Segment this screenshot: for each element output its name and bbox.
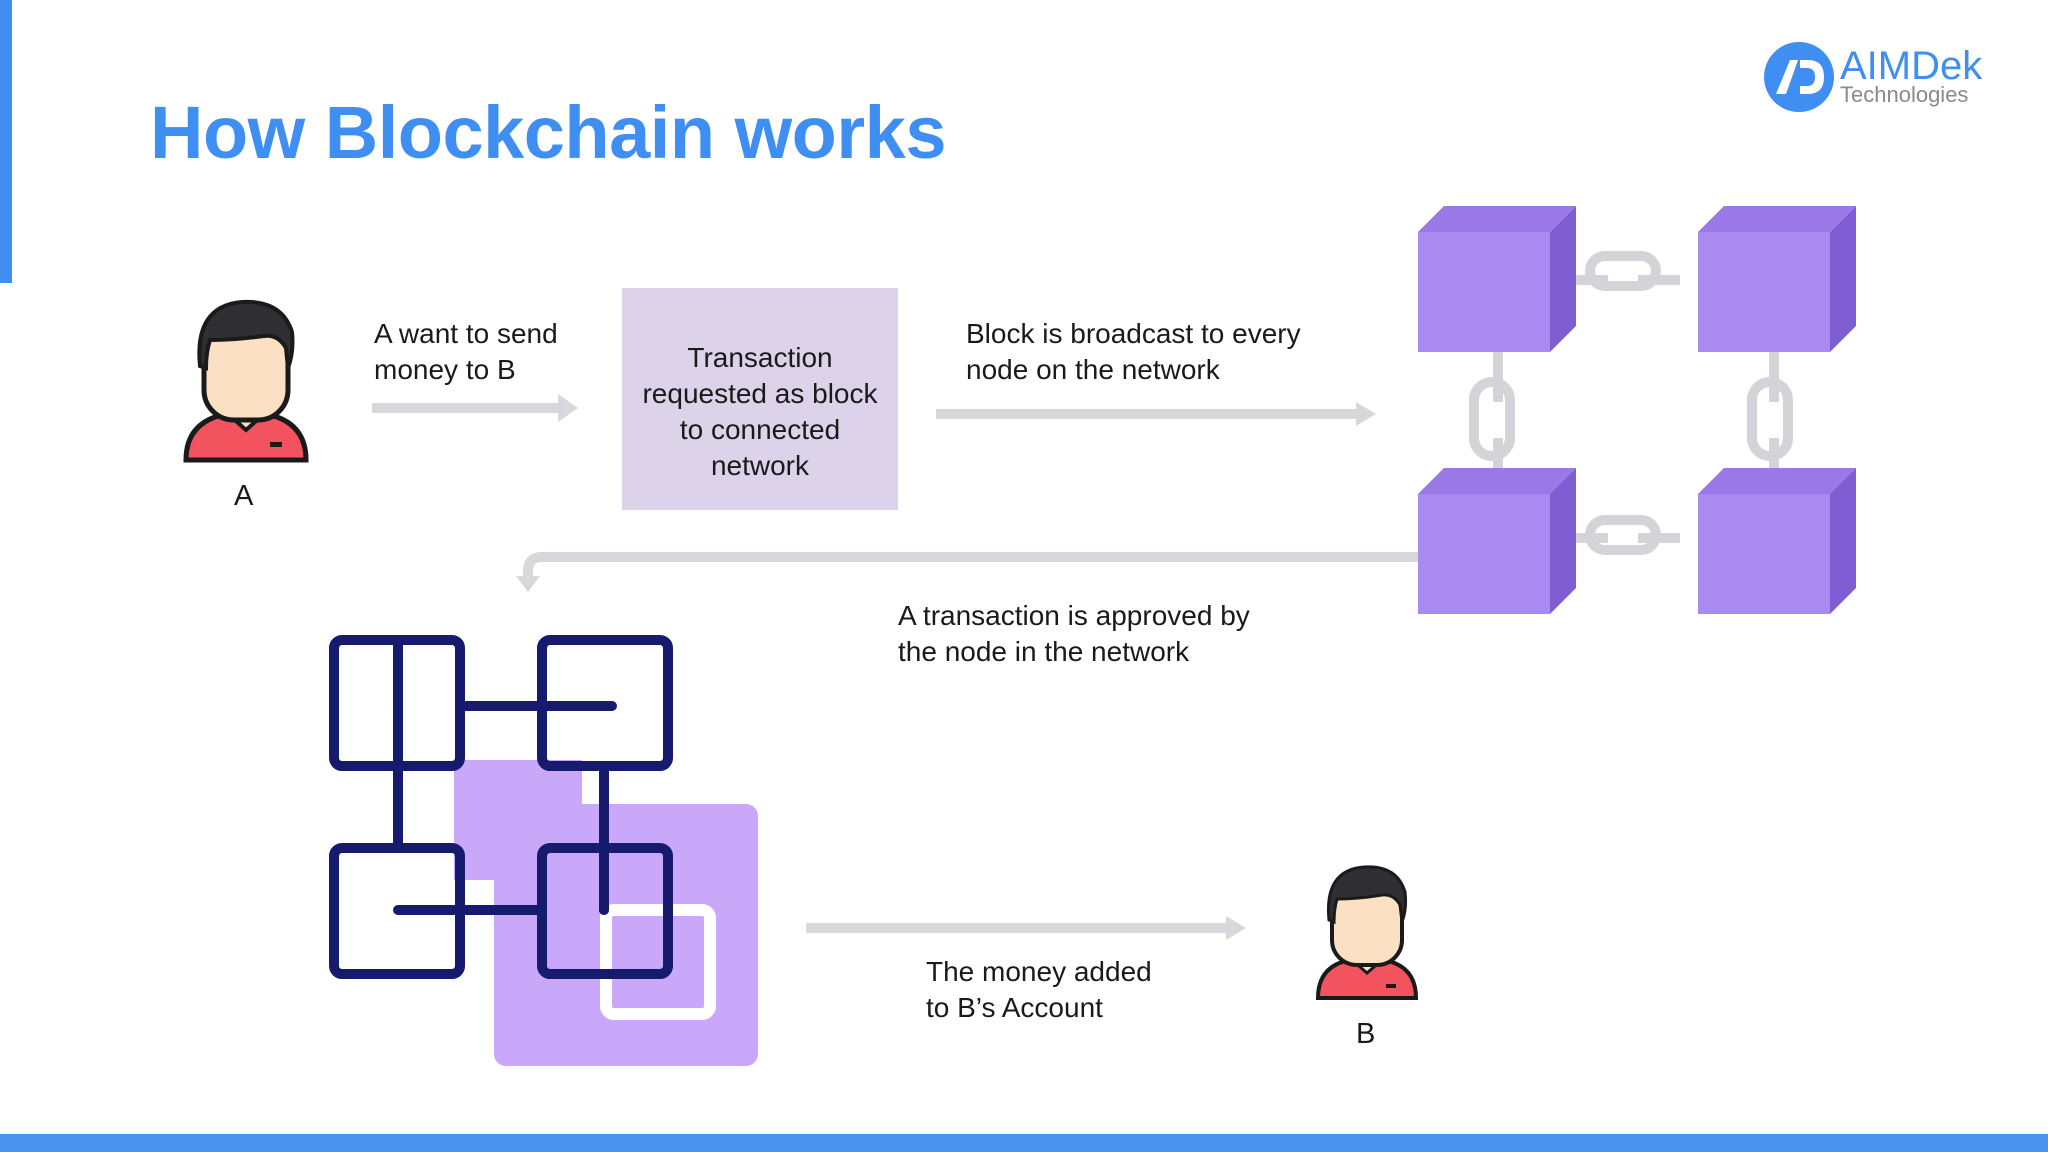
person-b-label: B [1356, 1018, 1376, 1050]
step3-line2: node on the network [966, 354, 1220, 385]
person-a-icon [183, 299, 309, 463]
step3-line1: Block is broadcast to every [966, 318, 1301, 349]
step5-line1: The money added [926, 956, 1152, 987]
step3-text: Block is broadcast to every node on the … [966, 316, 1301, 388]
left-accent-bar [0, 0, 12, 283]
step4-line2: the node in the network [898, 636, 1190, 667]
cube-bottom-left-icon [1418, 468, 1576, 614]
step1-line1: A want to send [374, 318, 558, 349]
arrow-step5 [806, 916, 1246, 940]
cube-top-left-icon [1418, 206, 1576, 352]
step2-line2: requested as block [642, 378, 878, 409]
person-b-icon [1315, 865, 1419, 1000]
transaction-block-box: Transaction requested as block to connec… [622, 288, 898, 510]
cube-top-right-icon [1698, 206, 1856, 352]
step1-line2: money to B [374, 354, 516, 385]
step2-text: Transaction requested as block to connec… [622, 340, 898, 484]
aimdek-logo-icon [1764, 42, 1834, 112]
step1-text: A want to send money to B [374, 316, 558, 388]
step2-line3: to connected [679, 414, 841, 445]
logo-name: AIMDek [1840, 44, 1983, 88]
step5-line2: to B’s Account [926, 992, 1103, 1023]
arrow-step4 [516, 552, 1418, 592]
step5-text: The money added to B’s Account [926, 954, 1152, 1026]
step4-line1: A transaction is approved by [898, 600, 1250, 631]
bottom-accent-bar [0, 1134, 2048, 1152]
logo-subtitle: Technologies [1840, 82, 1969, 107]
arrow-step3 [936, 402, 1376, 426]
slide-title: How Blockchain works [150, 91, 946, 174]
step4-text: A transaction is approved by the node in… [898, 598, 1250, 670]
network-blocks-icon [1418, 206, 1856, 614]
arrow-step1 [372, 394, 578, 422]
step2-line1: Transaction [687, 342, 833, 373]
person-a-label: A [234, 480, 254, 512]
step2-line4: network [710, 450, 810, 481]
blockchain-grid-icon [329, 635, 758, 1066]
cube-bottom-right-icon [1698, 468, 1856, 614]
